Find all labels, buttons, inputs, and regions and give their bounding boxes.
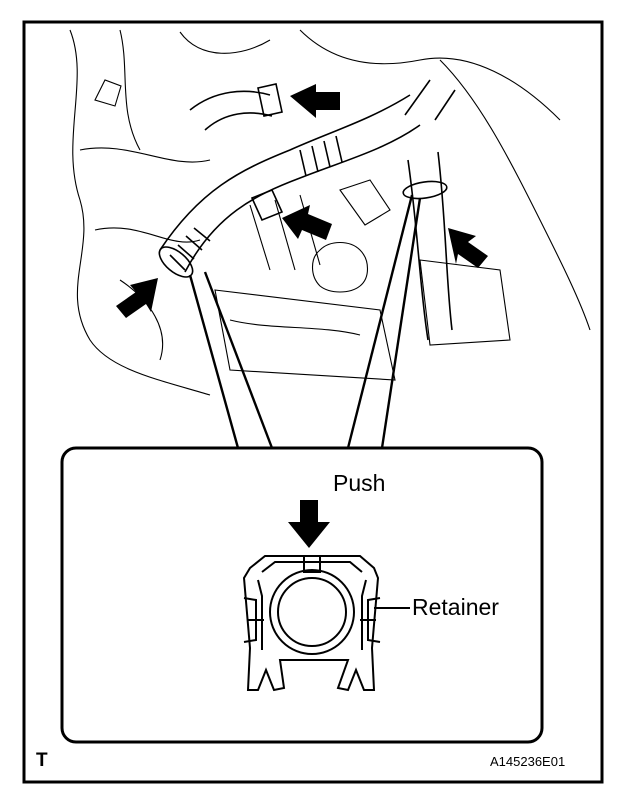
arrow-icons [116,84,488,318]
push-arrow-icon [288,500,330,548]
push-label: Push [333,470,386,496]
illustration-code: A145236E01 [490,754,566,769]
arrow-icon [282,205,332,240]
arrow-icon [290,84,340,118]
detail-callout-box [60,446,544,744]
retainer-label: Retainer [412,594,499,620]
outer-frame [22,20,604,784]
retainer-clip-icon [242,555,381,692]
view-mark: T [36,750,48,771]
detail-leader-lines [188,194,422,449]
engine-bay-sketch [69,29,591,396]
arrow-icon [448,228,488,268]
hoses [158,79,456,341]
arrow-icon [116,278,158,318]
